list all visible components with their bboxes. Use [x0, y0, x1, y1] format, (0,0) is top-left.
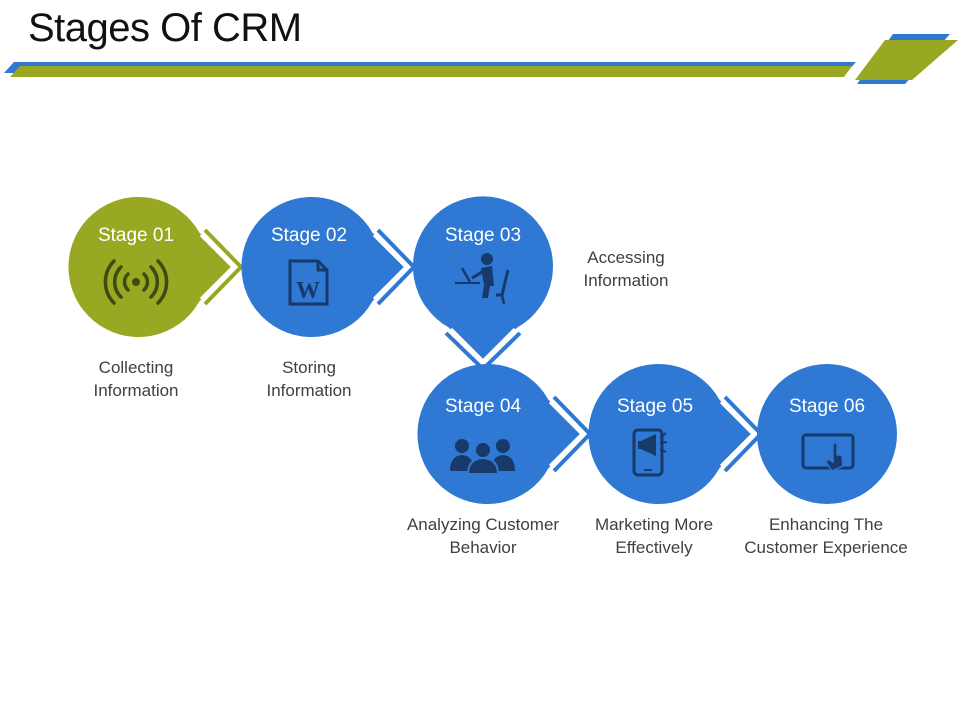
stage-01-caption: Collecting Information: [36, 356, 236, 402]
stage-02-caption-line-1: Storing: [282, 358, 336, 377]
stage-01-caption-line-2: Information: [93, 381, 179, 400]
stage-06-caption-line-1: Enhancing The: [768, 515, 884, 534]
stage-06-caption-line-2: Customer Experience: [744, 538, 908, 557]
stage-03-label: Stage 03: [444, 225, 522, 246]
stage-01-caption-line-1: Collecting: [98, 358, 174, 377]
page-title: Stages Of CRM: [28, 6, 302, 50]
wireless-signal-icon: [103, 259, 169, 305]
stage-02-shape: [241, 197, 417, 337]
stage-02-caption: Storing Information: [209, 356, 409, 402]
stage-04-caption: Analyzing Customer Behavior: [383, 513, 583, 559]
stage-04-shape: [417, 363, 593, 504]
stage-04-caption-line-1: Analyzing Customer: [406, 515, 560, 534]
stage-05-shape: [588, 364, 764, 504]
header-green-parallelogram: [855, 40, 958, 80]
svg-text:W: W: [296, 278, 320, 304]
mobile-megaphone-icon: [632, 428, 668, 477]
stage-04-label: Stage 04: [444, 396, 522, 417]
stage-05-caption: Marketing More Effectively: [554, 513, 754, 559]
word-document-icon: W: [288, 259, 329, 306]
customer-group-icon: [450, 439, 515, 475]
stage-06-caption: Enhancing The Customer Experience: [726, 513, 926, 559]
stage-05-label: Stage 05: [616, 396, 694, 417]
stage-04-caption-line-2: Behavior: [449, 538, 517, 557]
stage-02-label: Stage 02: [270, 225, 348, 246]
stage-05-caption-line-2: Effectively: [615, 538, 693, 557]
stage-03-caption-line-2: Information: [583, 271, 669, 290]
header-decoration: [4, 34, 958, 84]
tablet-touch-icon: [801, 433, 855, 472]
stage-05-caption-line-1: Marketing More: [594, 515, 714, 534]
header-green-bar: [10, 66, 852, 77]
stage-01-label: Stage 01: [97, 225, 175, 246]
stage-03-caption-line-1: Accessing: [587, 248, 665, 267]
person-at-laptop-icon: [455, 253, 510, 305]
stage-03-caption: Accessing Information: [526, 246, 726, 292]
stage-06-label: Stage 06: [788, 396, 866, 417]
stage-01-shape: [68, 197, 244, 337]
stage-02-caption-line-2: Information: [266, 381, 352, 400]
